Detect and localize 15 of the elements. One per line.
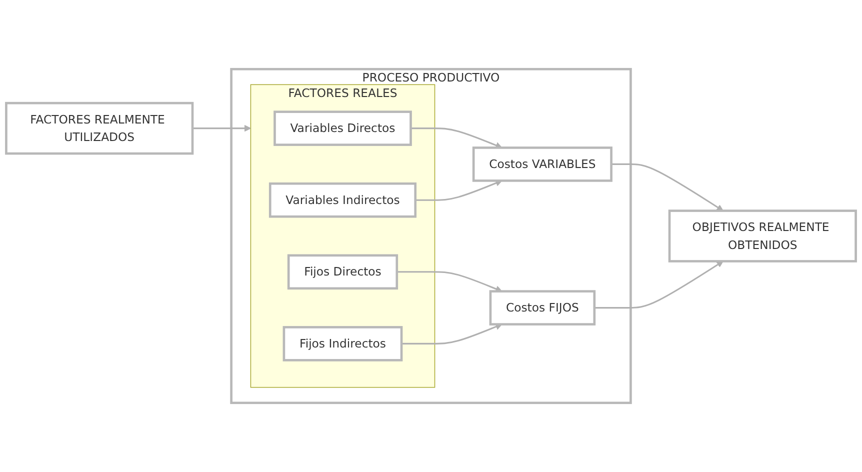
node-box: OBJETIVOS REALMENTE OBTENIDOS [668, 210, 857, 262]
arrow [192, 124, 252, 132]
node-box: Fijos Indirectos [282, 326, 403, 362]
arrow [402, 323, 502, 344]
arrow [396, 271, 502, 292]
node-box: FACTORES REALMENTE UTILIZADOS [5, 102, 194, 155]
node-box: Variables Indirectos [268, 182, 417, 218]
arrow [594, 260, 724, 309]
node-box: Costos FIJOS [489, 290, 596, 326]
arrow [611, 163, 724, 212]
arrow [415, 180, 502, 201]
arrow [410, 128, 502, 149]
node-box: Fijos Directos [287, 254, 398, 290]
node-box: Costos VARIABLES [472, 146, 612, 182]
node-box: Variables Directos [274, 110, 412, 146]
